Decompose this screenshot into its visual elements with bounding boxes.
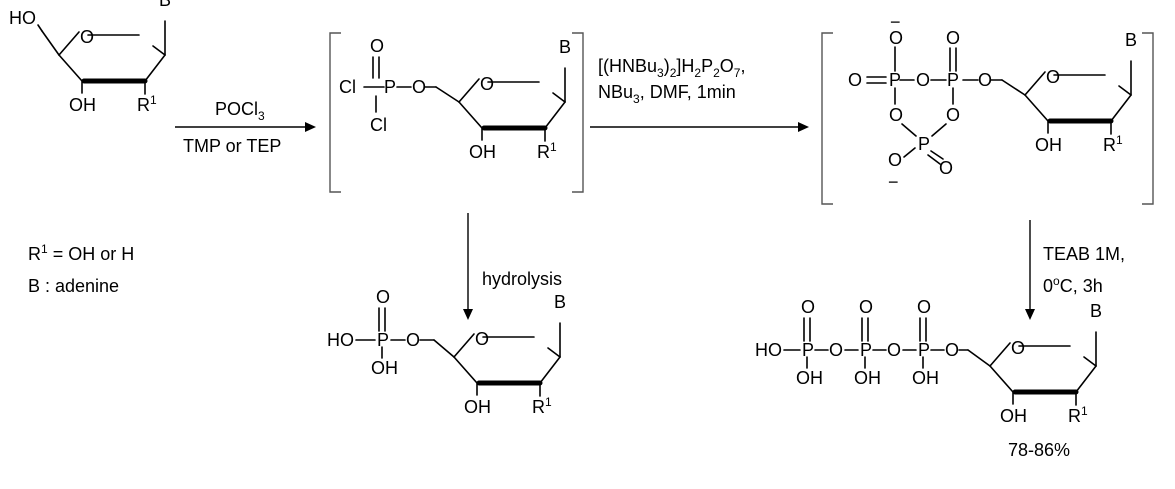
phosphorus-atom: P: [377, 330, 389, 350]
phosphoryl-oxygen-atom: O: [376, 287, 390, 307]
terminal-hydroxyl-label: HO: [755, 340, 782, 360]
hydroxyl-5-label: HO: [9, 8, 36, 28]
cyclic-p-atom-2: P: [947, 70, 959, 90]
base-definition: B : adenine: [28, 276, 119, 296]
arrow1-conditions: TMP or TEP: [183, 136, 281, 156]
phosphoryl-oxygen-atom: O: [370, 36, 384, 56]
arrow3-label: hydrolysis: [482, 269, 562, 289]
ring-oxygen-atom: O: [1011, 338, 1025, 358]
beta-oxo-label: O: [859, 297, 873, 317]
monophosphate-sugar: O B OH R1: [453, 292, 566, 417]
dichlorophosphate-intermediate: [363, 56, 460, 113]
hydroxyl-3-label: OH: [69, 95, 96, 115]
hydroxyl-bottom-label: OH: [371, 358, 398, 378]
double-bond-oxygen-bottom: O: [939, 158, 953, 178]
beta-phosphorus-atom: P: [860, 340, 872, 360]
ring-oxygen-atom: O: [80, 27, 94, 47]
bridging-oxygen-2: O: [887, 340, 901, 360]
ribose-ring: [37, 20, 166, 95]
base-label: B: [1090, 301, 1102, 321]
ring-oxygen-right: O: [946, 105, 960, 125]
alpha-phosphorus-atom: P: [918, 340, 930, 360]
r1-definition: R1 = OH or H: [28, 242, 134, 264]
bridging-oxygen-atom: O: [412, 77, 426, 97]
r1-label: R1: [1103, 133, 1123, 155]
hydroxyl-left-label: HO: [327, 330, 354, 350]
ring-oxygen-atom: O: [480, 74, 494, 94]
r1-label: R1: [137, 93, 157, 115]
arrow2-reagent-line-2: NBu3, DMF, 1min: [598, 82, 736, 106]
double-bond-oxygen-top: O: [946, 28, 960, 48]
triphosphate-chain: [783, 317, 991, 369]
phosphorus-atom: P: [384, 77, 396, 97]
chloro-atom-2: Cl: [370, 115, 387, 135]
anionic-oxygen-top: O: [889, 28, 903, 48]
negative-charge-top: −: [890, 12, 901, 32]
reaction-arrow-3: [463, 213, 473, 320]
hydroxyl-3-label: OH: [1035, 135, 1062, 155]
alpha-hydroxyl-label: OH: [912, 368, 939, 388]
intermediate-2-brackets: [821, 32, 1154, 205]
beta-hydroxyl-label: OH: [854, 368, 881, 388]
ring-oxygen-atom: O: [475, 329, 489, 349]
r1-label: R1: [1068, 404, 1088, 426]
intermediate-1-brackets: [329, 32, 584, 193]
intermediate-1-sugar: O B OH R1: [458, 37, 571, 162]
base-label: B: [554, 292, 566, 312]
double-bond-oxygen-left: O: [848, 70, 862, 90]
arrow4-conditions-line-2: 0oC, 3h: [1043, 274, 1103, 296]
arrow4-conditions-line-1: TEAB 1M,: [1043, 244, 1125, 264]
starting-nucleoside: O HO B OH R1: [9, 0, 171, 115]
ring-oxygen-left: O: [889, 105, 903, 125]
bridging-oxygen-atom: O: [978, 70, 992, 90]
arrow1-reagent: POCl3: [215, 99, 265, 123]
r1-label: R1: [537, 140, 557, 162]
gamma-oxo-label: O: [801, 297, 815, 317]
base-label: B: [159, 0, 171, 10]
arrow2-reagent-line-1: [(HNBu3)2]H2P2O7,: [598, 56, 746, 80]
intermediate-2-sugar: O B OH R1: [1024, 30, 1137, 155]
triphosphate-sugar: O B OH R1: [989, 301, 1102, 426]
reaction-arrow-4: [1025, 220, 1035, 320]
cyclic-p-atom-3: P: [918, 134, 930, 154]
hydroxyl-3-label: OH: [464, 397, 491, 417]
ring-oxygen-top: O: [916, 70, 930, 90]
chloro-atom-1: Cl: [339, 77, 356, 97]
ring-oxygen-atom: O: [1046, 67, 1060, 87]
base-label: B: [559, 37, 571, 57]
r1-label: R1: [532, 395, 552, 417]
hydroxyl-3-label: OH: [469, 142, 496, 162]
yield-label: 78-86%: [1008, 440, 1070, 460]
bridging-oxygen-1: O: [829, 340, 843, 360]
negative-charge-bottom: −: [888, 172, 899, 192]
bridging-oxygen-3: O: [945, 340, 959, 360]
base-label: B: [1125, 30, 1137, 50]
bridging-oxygen-atom: O: [406, 330, 420, 350]
cyclic-p-atom-1: P: [889, 70, 901, 90]
reaction-arrow-1: [175, 122, 316, 132]
anionic-oxygen-bottom: O: [888, 150, 902, 170]
hydroxyl-3-label: OH: [1000, 406, 1027, 426]
gamma-hydroxyl-label: OH: [796, 368, 823, 388]
monophosphate-group: [355, 307, 455, 359]
cyclic-trimetaphosphate-ring: [866, 46, 1026, 165]
reaction-arrow-2: [590, 122, 809, 132]
alpha-oxo-label: O: [917, 297, 931, 317]
gamma-phosphorus-atom: P: [802, 340, 814, 360]
